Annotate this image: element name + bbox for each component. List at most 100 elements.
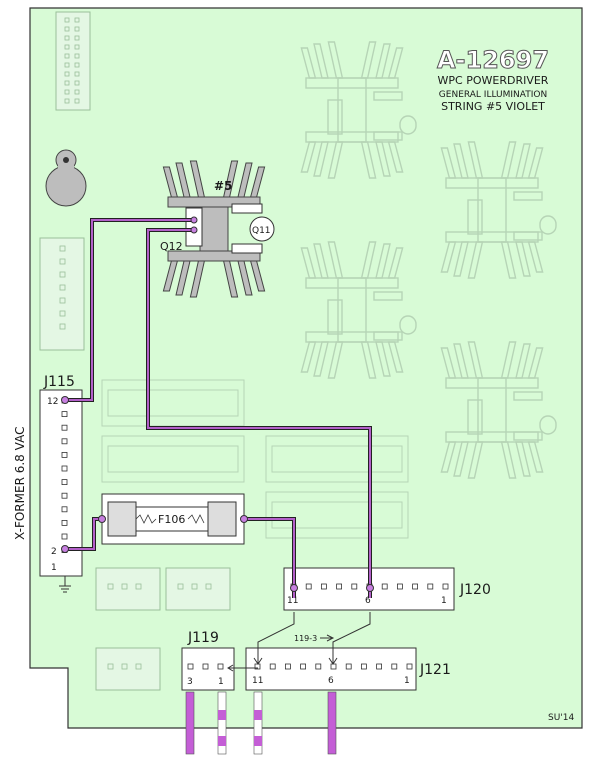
- header-pin: [64, 35, 70, 41]
- j120-pin-6: 6: [365, 596, 371, 606]
- header-pin: [74, 62, 80, 68]
- j115-pin: [61, 411, 68, 418]
- j115-pin-1: 1: [51, 563, 57, 573]
- header-pin: [64, 26, 70, 32]
- small-connector-pin: [205, 583, 212, 590]
- j119-pin: [202, 663, 209, 670]
- board-outline: [29, 7, 583, 729]
- small-connector-pin: [135, 583, 142, 590]
- heatsink-label: #5: [214, 179, 232, 193]
- j115-pin: [61, 492, 68, 499]
- j115-pin-2: 2: [51, 547, 57, 557]
- top-header-connector: [55, 11, 91, 111]
- j121-pin-1: 1: [404, 676, 410, 686]
- j121-pin: [300, 663, 307, 670]
- title-block: A-12697 WPC POWERDRIVER GENERAL ILLUMINA…: [436, 46, 549, 114]
- j120-pin: [396, 583, 403, 590]
- small-connector-pin: [177, 583, 184, 590]
- violet-wires: [65, 218, 372, 598]
- j115-pin: [61, 451, 68, 458]
- aux-pin: [59, 310, 66, 317]
- j119-pin-1: 1: [218, 677, 224, 687]
- j121-connector: [245, 647, 417, 691]
- header-pin: [74, 26, 80, 32]
- ghost-small-connectors: [95, 567, 231, 691]
- q12-label: Q12: [160, 240, 183, 253]
- header-pin: [74, 71, 80, 77]
- j115-pin: [61, 424, 68, 431]
- ground-icon: [59, 576, 71, 593]
- transistor-q11: [249, 216, 275, 242]
- j121-pin: [269, 663, 276, 670]
- j115-connector: [39, 389, 83, 577]
- j120-pin: [320, 583, 327, 590]
- j121-pin-6: 6: [328, 676, 334, 686]
- header-pin: [74, 44, 80, 50]
- header-pin: [64, 17, 70, 23]
- j120-pin: [381, 583, 388, 590]
- j120-pin: [336, 583, 343, 590]
- harness-wires: [185, 691, 337, 755]
- credit-label: SU'14: [548, 713, 575, 723]
- j119-pin-3: 3: [187, 677, 193, 687]
- j120-pin: [442, 583, 449, 590]
- jumper-arrows: [227, 612, 371, 672]
- xformer-side-label: X-FORMER 6.8 VAC: [13, 427, 27, 540]
- aux-pin: [59, 284, 66, 291]
- j121-pin: [376, 663, 383, 670]
- j115-pin: [61, 438, 68, 445]
- j121-pin: [330, 663, 337, 670]
- q11-label: Q11: [252, 226, 271, 236]
- j121-pin: [360, 663, 367, 670]
- left-aux-connector: [39, 237, 85, 351]
- j115-pin: [61, 520, 68, 526]
- small-connector-pin: [107, 583, 114, 590]
- mounting-keyhole: [45, 149, 87, 207]
- fuse-f106: [101, 493, 245, 545]
- title-line-1: WPC POWERDRIVER: [438, 74, 549, 87]
- small-connector-pin: [191, 583, 198, 590]
- j120-pin: [351, 583, 358, 590]
- j121-pin: [315, 663, 322, 670]
- small-connector-pin: [135, 663, 142, 670]
- j120-pin: [305, 583, 312, 590]
- j115-pin-12: 12: [47, 397, 58, 407]
- heatsink-5: [162, 160, 266, 298]
- j120-pin-1: 1: [441, 596, 447, 606]
- j115-pin: [61, 465, 68, 472]
- part-number: A-12697: [437, 46, 549, 74]
- j121-pin: [284, 663, 291, 670]
- j120-pin: [412, 583, 419, 590]
- j121-pin-11: 11: [252, 676, 263, 686]
- header-pin: [74, 80, 80, 86]
- header-pin: [74, 35, 80, 41]
- ghost-fuses: [101, 379, 409, 539]
- fuse-label: F106: [158, 513, 185, 526]
- j121-label: J121: [419, 662, 451, 678]
- header-pin: [64, 53, 70, 59]
- wire-pads: [61, 216, 374, 592]
- j115-label: J115: [43, 374, 75, 390]
- aux-pin: [59, 245, 66, 252]
- j115-pin: [61, 479, 68, 486]
- small-connector-pin: [107, 663, 114, 670]
- j115-pin: [61, 506, 68, 513]
- j121-pin: [391, 663, 398, 670]
- j121-pin: [406, 663, 413, 670]
- aux-pin: [59, 323, 66, 330]
- small-connector-pin: [121, 663, 128, 670]
- j120-pin-11: 11: [287, 596, 298, 606]
- j121-callout: 119-3: [294, 634, 317, 643]
- aux-pin: [59, 258, 66, 265]
- aux-pin: [59, 271, 66, 278]
- j120-label: J120: [459, 582, 491, 598]
- header-pin: [74, 98, 80, 104]
- title-line-2: GENERAL ILLUMINATION: [439, 90, 547, 100]
- j119-pin: [187, 663, 194, 670]
- header-pin: [64, 80, 70, 86]
- j119-connector: [181, 647, 235, 691]
- j119-label: J119: [187, 630, 219, 646]
- resistor-bottom: [231, 243, 263, 254]
- header-pin: [74, 17, 80, 23]
